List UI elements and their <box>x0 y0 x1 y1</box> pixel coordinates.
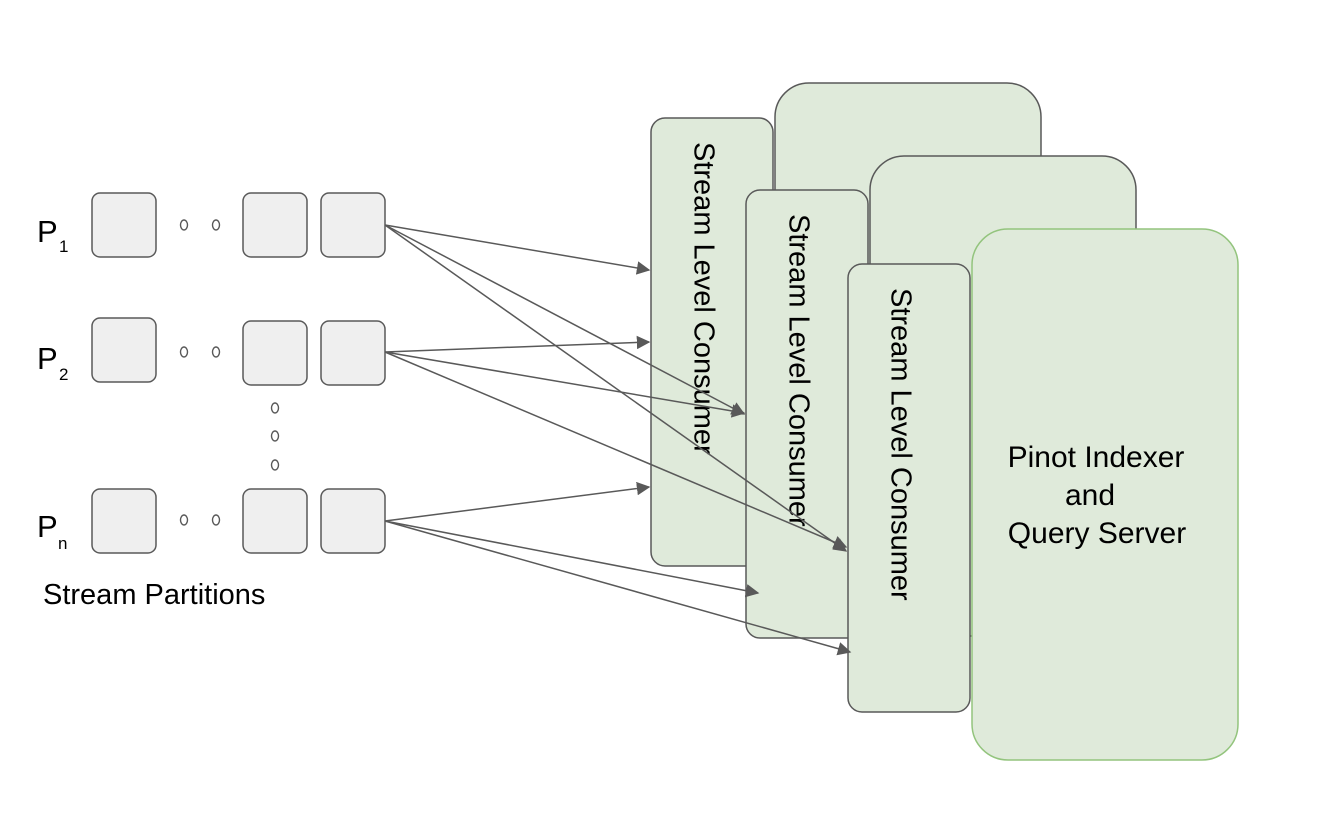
partition-block <box>320 488 386 554</box>
consumer-3-box <box>847 263 971 713</box>
partition-block <box>320 320 386 386</box>
consumer-2-label: Stream Level Consumer <box>782 214 814 527</box>
partition-block <box>242 192 308 258</box>
arrows <box>384 224 852 656</box>
server-label-line-3: Query Server <box>1008 517 1186 550</box>
vertical-ellipsis <box>270 402 280 471</box>
arrow-p2-c1 <box>384 335 651 353</box>
ellipsis-dot <box>179 514 189 526</box>
ellipsis-dot <box>270 459 280 471</box>
consumer-3-label: Stream Level Consumer <box>884 288 916 601</box>
partition-block <box>91 317 157 383</box>
partitions-caption: Stream Partitions <box>43 579 265 611</box>
ellipsis-dot <box>179 346 189 358</box>
partition-subscript-2: 2 <box>59 365 68 384</box>
server-label-line-2: and <box>1065 479 1115 512</box>
arrow-p2-c3 <box>384 351 848 549</box>
consumer-1: Stream Level Consumer <box>650 117 774 567</box>
ellipsis-dot <box>179 219 189 231</box>
partition-block <box>91 488 157 554</box>
arrow-p1-c2 <box>384 224 746 415</box>
pinot-server: Pinot Indexer and Query Server <box>971 228 1239 761</box>
partition-label-2: P <box>37 341 58 376</box>
consumer-1-label: Stream Level Consumer <box>687 142 719 455</box>
ellipsis-dot <box>270 430 280 442</box>
server-label-line-1: Pinot Indexer <box>1008 441 1185 474</box>
arrow-p2-c2 <box>384 351 746 418</box>
ellipsis-dot <box>211 219 221 231</box>
arrow-pn-c3 <box>384 520 852 656</box>
partition-row-1: P 1 <box>37 192 386 258</box>
partition-row-n: P n <box>37 488 386 554</box>
partition-block <box>242 320 308 386</box>
partition-subscript-1: 1 <box>59 237 68 256</box>
partition-block <box>91 192 157 258</box>
ellipsis-dot <box>270 402 280 414</box>
arrow-pn-c2 <box>384 520 760 598</box>
consumer-3: Stream Level Consumer <box>847 263 971 713</box>
arrow-pn-c1 <box>384 481 651 522</box>
ellipsis-dot <box>211 346 221 358</box>
partition-block <box>242 488 308 554</box>
arrow-p1-c3 <box>384 224 848 552</box>
partition-block <box>320 192 386 258</box>
partition-row-2: P 2 <box>37 317 386 386</box>
arrow-p1-c1 <box>384 224 651 275</box>
partition-subscript-n: n <box>58 534 67 553</box>
ellipsis-dot <box>211 514 221 526</box>
partition-label-n: P <box>37 509 58 544</box>
consumer-2: Stream Level Consumer <box>745 189 869 639</box>
partition-label-1: P <box>37 214 58 249</box>
server-card-front <box>971 228 1239 761</box>
